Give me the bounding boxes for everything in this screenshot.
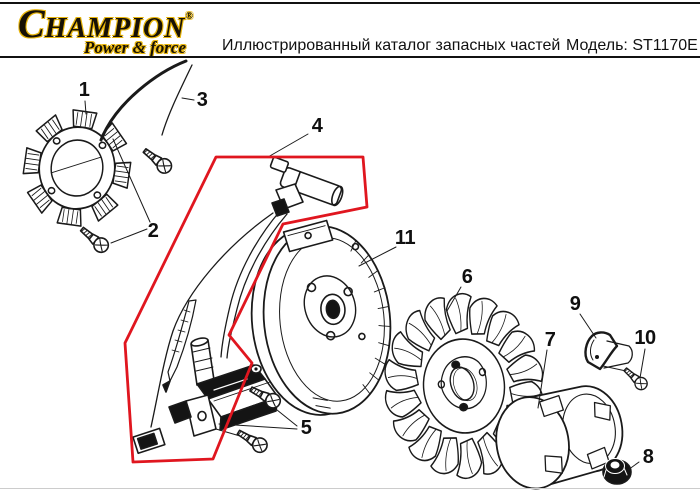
leader-lines (84, 97, 646, 471)
brand-tagline: Power & force (84, 38, 186, 57)
ignition-assembly-drawing (132, 156, 344, 455)
screw-drawing-5b (233, 425, 271, 456)
callout-7: 7 (544, 329, 556, 351)
callout-9: 9 (569, 293, 581, 315)
header-divider (0, 56, 700, 58)
callout-4: 4 (311, 115, 323, 137)
brand-rest: HAMPION (44, 13, 186, 44)
callout-5: 5 (300, 417, 312, 439)
wire-drawing (99, 59, 193, 142)
screw-drawing-2b (76, 222, 113, 257)
bolt-drawing (620, 364, 651, 393)
nut-drawing (602, 458, 632, 485)
screw-drawing-2a (139, 144, 176, 177)
callout-10: 10 (634, 327, 656, 349)
callout-2: 2 (147, 220, 159, 242)
backing-plate-drawing (250, 219, 392, 416)
model-label: Модель: ST1170E (566, 37, 698, 54)
brand-initial: C (18, 1, 45, 46)
callout-8: 8 (642, 446, 654, 468)
callout-11: 11 (394, 227, 416, 249)
champion-logo: CHAMPION® Power & force (18, 4, 200, 58)
brand-wordmark: CHAMPION® (18, 4, 200, 44)
flywheel-drawing (382, 291, 546, 481)
callout-3: 3 (196, 89, 208, 111)
callout-6: 6 (461, 266, 473, 288)
top-border (0, 2, 700, 4)
starter-cup-drawing (495, 385, 624, 490)
stator-drawing (22, 109, 132, 227)
bottom-border (0, 488, 700, 489)
bracket-drawing (584, 331, 633, 371)
callout-1: 1 (78, 79, 90, 101)
page-title: Иллюстрированный каталог запасных частей (222, 37, 561, 54)
highlight-outline (123, 155, 369, 464)
registered-mark: ® (185, 11, 193, 22)
